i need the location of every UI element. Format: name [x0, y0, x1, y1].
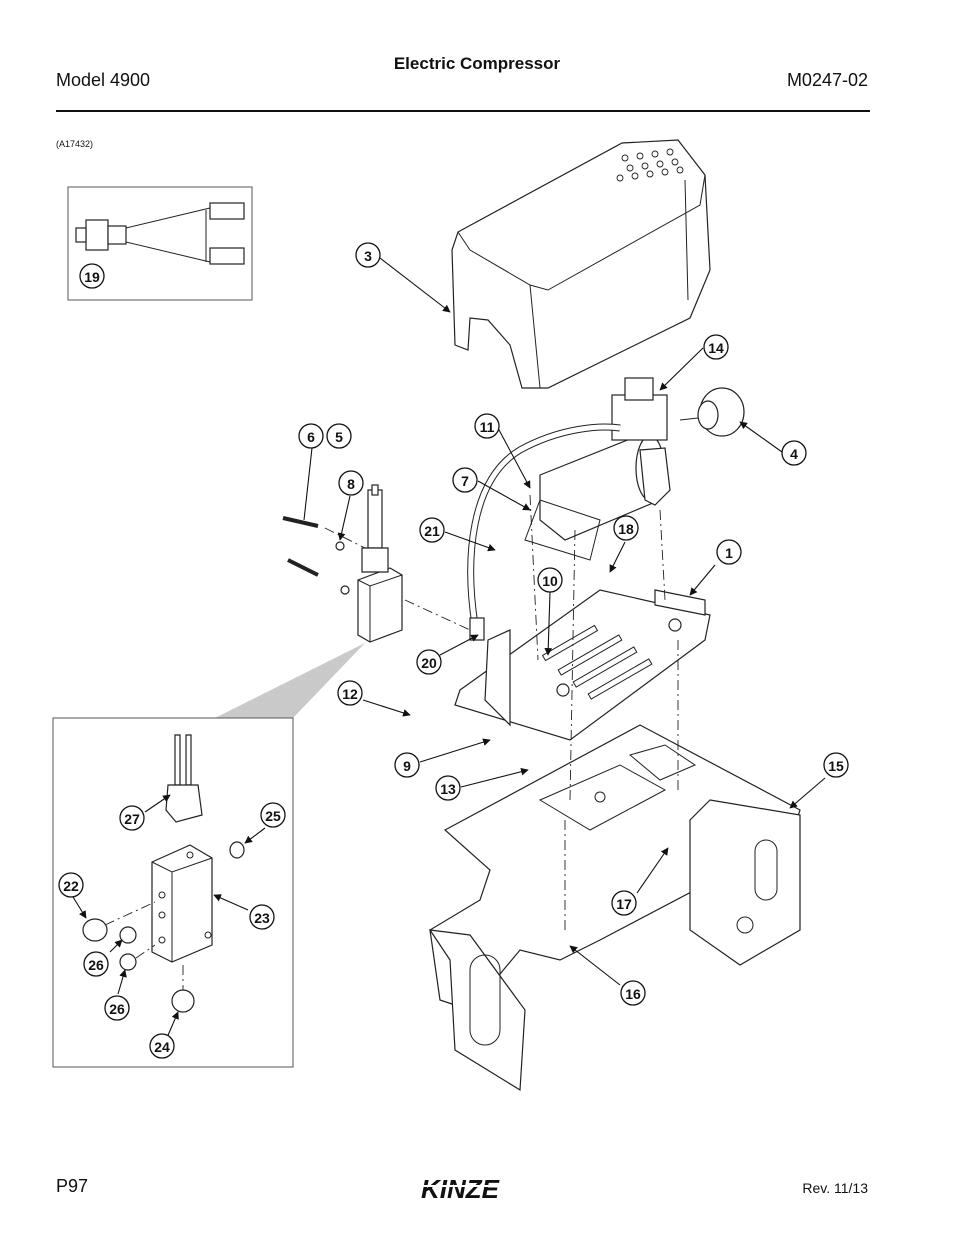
callout-12: 12 [337, 680, 363, 706]
svg-text:24: 24 [154, 1039, 170, 1055]
page-title: Electric Compressor [393, 54, 561, 73]
svg-text:3: 3 [364, 248, 372, 264]
mount-bracket [428, 724, 801, 1092]
svg-text:1: 1 [725, 545, 733, 561]
revision-label: Rev. 11/13 [802, 1180, 868, 1196]
compressor-motor [524, 377, 671, 561]
svg-text:19: 19 [84, 269, 100, 285]
svg-text:18: 18 [618, 521, 634, 537]
callout-21: 21 [419, 517, 445, 543]
svg-text:9: 9 [403, 758, 411, 774]
callout-18: 18 [613, 515, 639, 541]
inset-valve [52, 717, 294, 1068]
svg-text:27: 27 [124, 811, 140, 827]
callout-10: 10 [537, 567, 563, 593]
svg-text:21: 21 [424, 523, 440, 539]
callout-8: 8 [338, 470, 364, 496]
callout-7: 7 [452, 467, 478, 493]
callout-19: 19 [79, 263, 105, 289]
svg-text:26: 26 [88, 957, 104, 973]
callout-24: 24 [149, 1033, 175, 1059]
callout-20: 20 [416, 649, 442, 675]
manual-number: M0247-02 [786, 70, 868, 90]
svg-text:13: 13 [440, 781, 456, 797]
leader-lines [72, 257, 826, 1041]
callout-13: 13 [435, 775, 461, 801]
svg-text:16: 16 [625, 986, 641, 1002]
svg-text:20: 20 [421, 655, 437, 671]
zoom-wedge [215, 643, 365, 718]
figure-id: (A17432) [56, 139, 94, 149]
svg-text:17: 17 [616, 896, 632, 912]
callout-14: 14 [703, 334, 729, 360]
callout-17: 17 [611, 890, 637, 916]
svg-text:22: 22 [63, 878, 79, 894]
callout-23: 23 [249, 904, 275, 930]
svg-text:8: 8 [347, 476, 355, 492]
header-rule [56, 110, 870, 112]
callout-16: 16 [620, 980, 646, 1006]
callout-25: 25 [260, 802, 286, 828]
callout-4: 4 [781, 440, 807, 466]
assembly-lines [324, 494, 679, 930]
model-label: Model 4900 [56, 70, 151, 90]
callout-22: 22 [58, 872, 84, 898]
callout-26b: 26 [104, 995, 130, 1021]
callout-9: 9 [394, 752, 420, 778]
page-number: P97 [56, 1176, 89, 1196]
svg-text:11: 11 [480, 419, 495, 435]
svg-text:7: 7 [461, 473, 469, 489]
callout-11: 11 [474, 413, 500, 439]
svg-text:15: 15 [828, 758, 844, 774]
callout-6: 6 [298, 423, 324, 449]
svg-text:23: 23 [254, 910, 270, 926]
svg-text:14: 14 [708, 340, 724, 356]
svg-text:26: 26 [109, 1001, 125, 1017]
compressor-cover [451, 139, 711, 389]
svg-text:25: 25 [265, 808, 281, 824]
callout-15: 15 [823, 752, 849, 778]
pressure-switch [679, 387, 745, 437]
svg-text:4: 4 [790, 446, 798, 462]
mounting-plate [454, 589, 711, 741]
bolts [282, 516, 350, 595]
svg-text:10: 10 [542, 573, 558, 589]
svg-text:KINZE: KINZE [421, 1174, 500, 1204]
callout-3: 3 [355, 242, 381, 268]
hose-fitting [469, 617, 485, 641]
callout-27: 27 [119, 805, 145, 831]
svg-text:6: 6 [307, 429, 315, 445]
kinze-logo: KINZE [400, 1174, 520, 1209]
callout-1: 1 [716, 539, 742, 565]
svg-text:5: 5 [335, 429, 343, 445]
callout-26a: 26 [83, 951, 109, 977]
valve-assembly [357, 484, 403, 643]
callout-5: 5 [326, 423, 352, 449]
svg-text:12: 12 [342, 686, 358, 702]
